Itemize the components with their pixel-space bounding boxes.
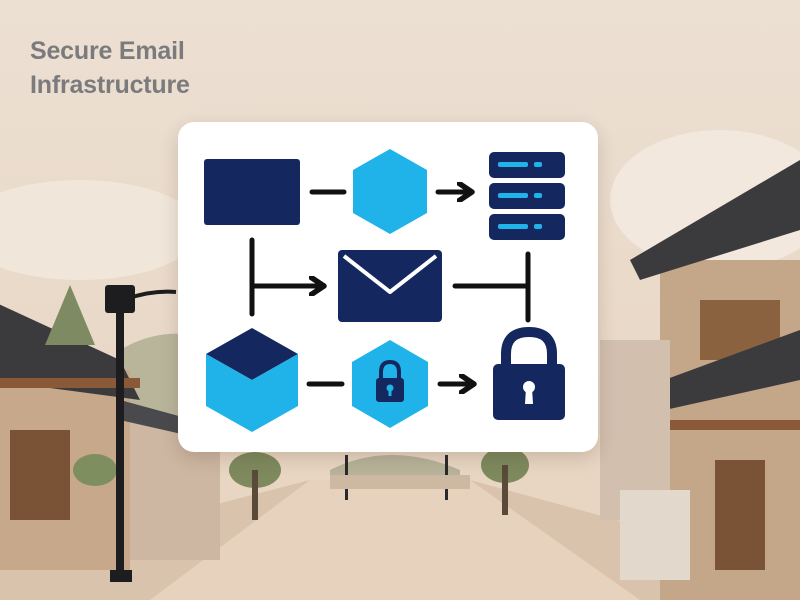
padlock-icon (493, 326, 565, 420)
client-rectangle-icon (204, 159, 300, 225)
server-stack-icon (489, 152, 565, 240)
right-bracket-connector (452, 251, 531, 323)
lock-hexagon-icon (352, 340, 428, 428)
title-line-2: Infrastructure (30, 71, 190, 99)
diagram-card (178, 122, 598, 452)
hexagon-node-icon (353, 149, 427, 234)
cube-icon (206, 328, 298, 432)
page-title: Secure Email Infrastructure (30, 34, 190, 102)
email-flow-diagram (204, 149, 565, 432)
title-line-1: Secure Email (30, 37, 185, 65)
envelope-icon (338, 250, 442, 322)
left-bracket-connector (249, 237, 322, 317)
